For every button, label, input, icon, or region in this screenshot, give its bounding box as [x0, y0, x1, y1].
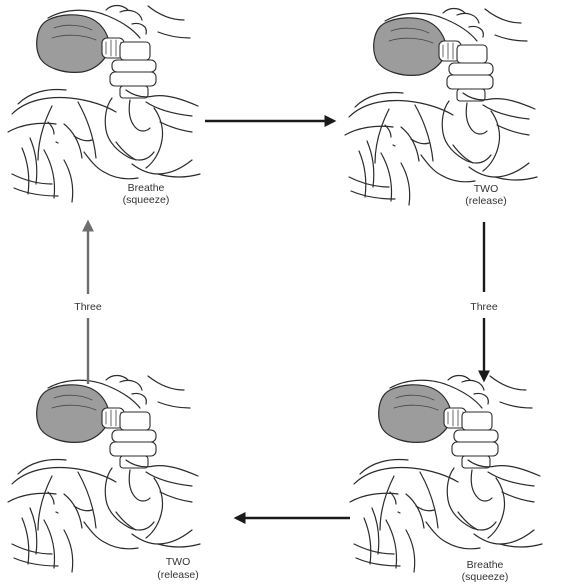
figure-bottom-right — [349, 374, 543, 573]
label-left-three: Three — [74, 301, 102, 313]
figure-bottom-left — [7, 374, 201, 573]
caption-bottom-right-line2: (squeeze) — [462, 571, 509, 583]
figure-top-right — [344, 7, 538, 206]
caption-top-right-line2: (release) — [465, 195, 506, 207]
caption-top-left-line1: Breathe — [128, 182, 165, 194]
caption-bottom-left-line1: TWO — [166, 556, 191, 568]
caption-bottom-left-line2: (release) — [157, 569, 198, 581]
figure-top-left — [7, 4, 201, 203]
label-right-three: Three — [470, 301, 498, 313]
caption-bottom-right-line1: Breathe — [467, 559, 504, 571]
caption-top-left-line2: (squeeze) — [123, 194, 170, 206]
caption-top-right-line1: TWO — [474, 183, 499, 195]
